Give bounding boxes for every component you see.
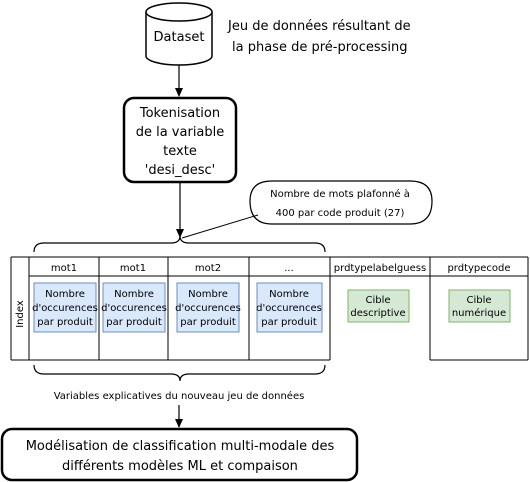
dataset-label: Dataset bbox=[154, 30, 205, 45]
count-cell-1[interactable]: Nombre d'occurences par produit bbox=[32, 282, 98, 333]
dataset-note-line1: Jeu de données résultant de bbox=[227, 19, 411, 34]
tokenisation-line3: texte bbox=[163, 144, 197, 159]
model-line1: Modélisation de classification multi-mod… bbox=[26, 439, 335, 454]
count-cell-line1: Nombre bbox=[269, 289, 309, 300]
column-header-5: prdtypelabelguess bbox=[334, 263, 426, 274]
dataset-note-line2: la phase de pré-processing bbox=[232, 40, 408, 55]
count-cell-line2: d'occurences bbox=[175, 303, 241, 314]
count-cell-line1: Nombre bbox=[114, 289, 154, 300]
count-cell-line2: d'occurences bbox=[101, 303, 167, 314]
column-header-3: mot2 bbox=[195, 263, 221, 274]
count-cell-line3: par produit bbox=[180, 317, 236, 328]
count-cell-2[interactable]: Nombre d'occurences par produit bbox=[101, 282, 167, 333]
target-descriptive-cell[interactable]: Cible descriptive bbox=[347, 289, 410, 323]
column-header-2: mot1 bbox=[120, 263, 146, 274]
index-label: Index bbox=[15, 300, 26, 328]
data-table bbox=[10, 256, 529, 361]
column-header-6: prdtypecode bbox=[447, 263, 510, 274]
callout-bubble: Nombre de mots plafonné à 400 par code p… bbox=[181, 180, 433, 239]
tokenisation-line1: Tokenisation bbox=[139, 106, 220, 121]
count-cell-line2: d'occurences bbox=[32, 303, 98, 314]
tokenisation-line2: de la variable bbox=[136, 125, 225, 140]
brace-caption: Variables explicatives du nouveau jeu de… bbox=[54, 390, 305, 402]
model-box[interactable]: Modélisation de classification multi-mod… bbox=[0, 427, 359, 482]
column-header-4: ... bbox=[284, 263, 294, 274]
callout-line2: 400 par code produit (27) bbox=[276, 208, 405, 219]
dataset-cylinder[interactable]: Dataset bbox=[145, 2, 213, 66]
target-descriptive-line2: descriptive bbox=[350, 308, 405, 319]
model-line2: différents modèles ML et compaison bbox=[62, 459, 298, 474]
count-cell-line1: Nombre bbox=[45, 289, 85, 300]
callout-line1: Nombre de mots plafonné à bbox=[270, 188, 410, 200]
count-cell-3[interactable]: Nombre d'occurences par produit bbox=[175, 282, 241, 333]
tokenisation-box[interactable]: Tokenisation de la variable texte 'desi_… bbox=[122, 96, 238, 184]
target-numeric-line1: Cible bbox=[466, 295, 491, 306]
tokenisation-line4: 'desi_desc' bbox=[145, 163, 215, 178]
target-numeric-cell[interactable]: Cible numérique bbox=[448, 289, 511, 323]
count-cell-line2: d'occurences bbox=[256, 303, 322, 314]
target-numeric-line2: numérique bbox=[452, 307, 506, 319]
bottom-brace bbox=[33, 364, 326, 382]
count-cell-4[interactable]: Nombre d'occurences par produit bbox=[256, 282, 323, 333]
target-descriptive-line1: Cible bbox=[365, 295, 390, 306]
count-cell-line3: par produit bbox=[261, 317, 317, 328]
top-brace bbox=[33, 235, 326, 253]
count-cell-line3: par produit bbox=[106, 317, 162, 328]
column-header-1: mot1 bbox=[51, 263, 77, 274]
count-cell-line3: par produit bbox=[37, 317, 93, 328]
count-cell-line1: Nombre bbox=[188, 289, 228, 300]
